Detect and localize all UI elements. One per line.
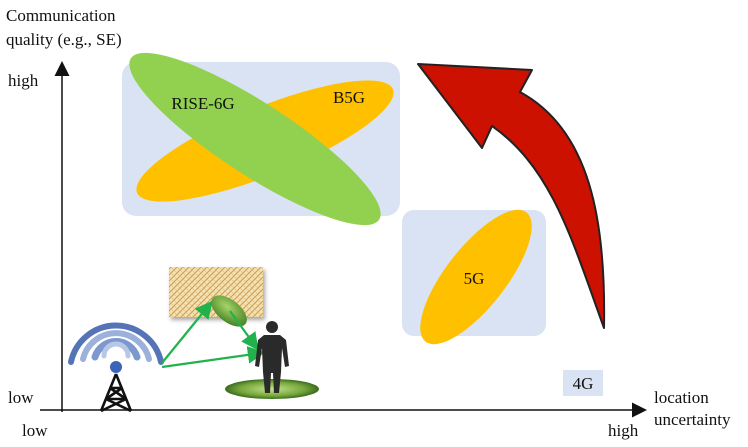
x-axis-low-label: low [22, 421, 48, 440]
y-axis-high-label: high [8, 71, 39, 90]
signal-waves-icon [68, 322, 164, 365]
x-axis-high-label: high [608, 421, 639, 440]
antenna-icon [110, 361, 122, 373]
y-axis-low-label: low [8, 388, 34, 407]
evolution-arrow [417, 63, 606, 329]
g5-label: 5G [464, 269, 485, 288]
user-area-icon [225, 379, 319, 399]
reflected-beam-icon [211, 295, 247, 327]
b5g-label: B5G [333, 88, 365, 107]
person-icon [255, 321, 289, 393]
signal-paths [161, 300, 266, 369]
rise6g-ellipse [129, 52, 381, 226]
cell-tower-icon [99, 373, 133, 413]
x-axis-title-line2: uncertainty [654, 410, 731, 429]
x-axis-title-line1: location [654, 388, 709, 407]
y-axis-title-line2: quality (e.g., SE) [6, 30, 122, 49]
g5-ellipse [420, 209, 532, 345]
rise6g-label: RISE-6G [171, 94, 234, 113]
g4-label: 4G [573, 374, 594, 393]
g4-region-box [563, 370, 603, 396]
y-axis-title-line1: Communication [6, 6, 116, 25]
